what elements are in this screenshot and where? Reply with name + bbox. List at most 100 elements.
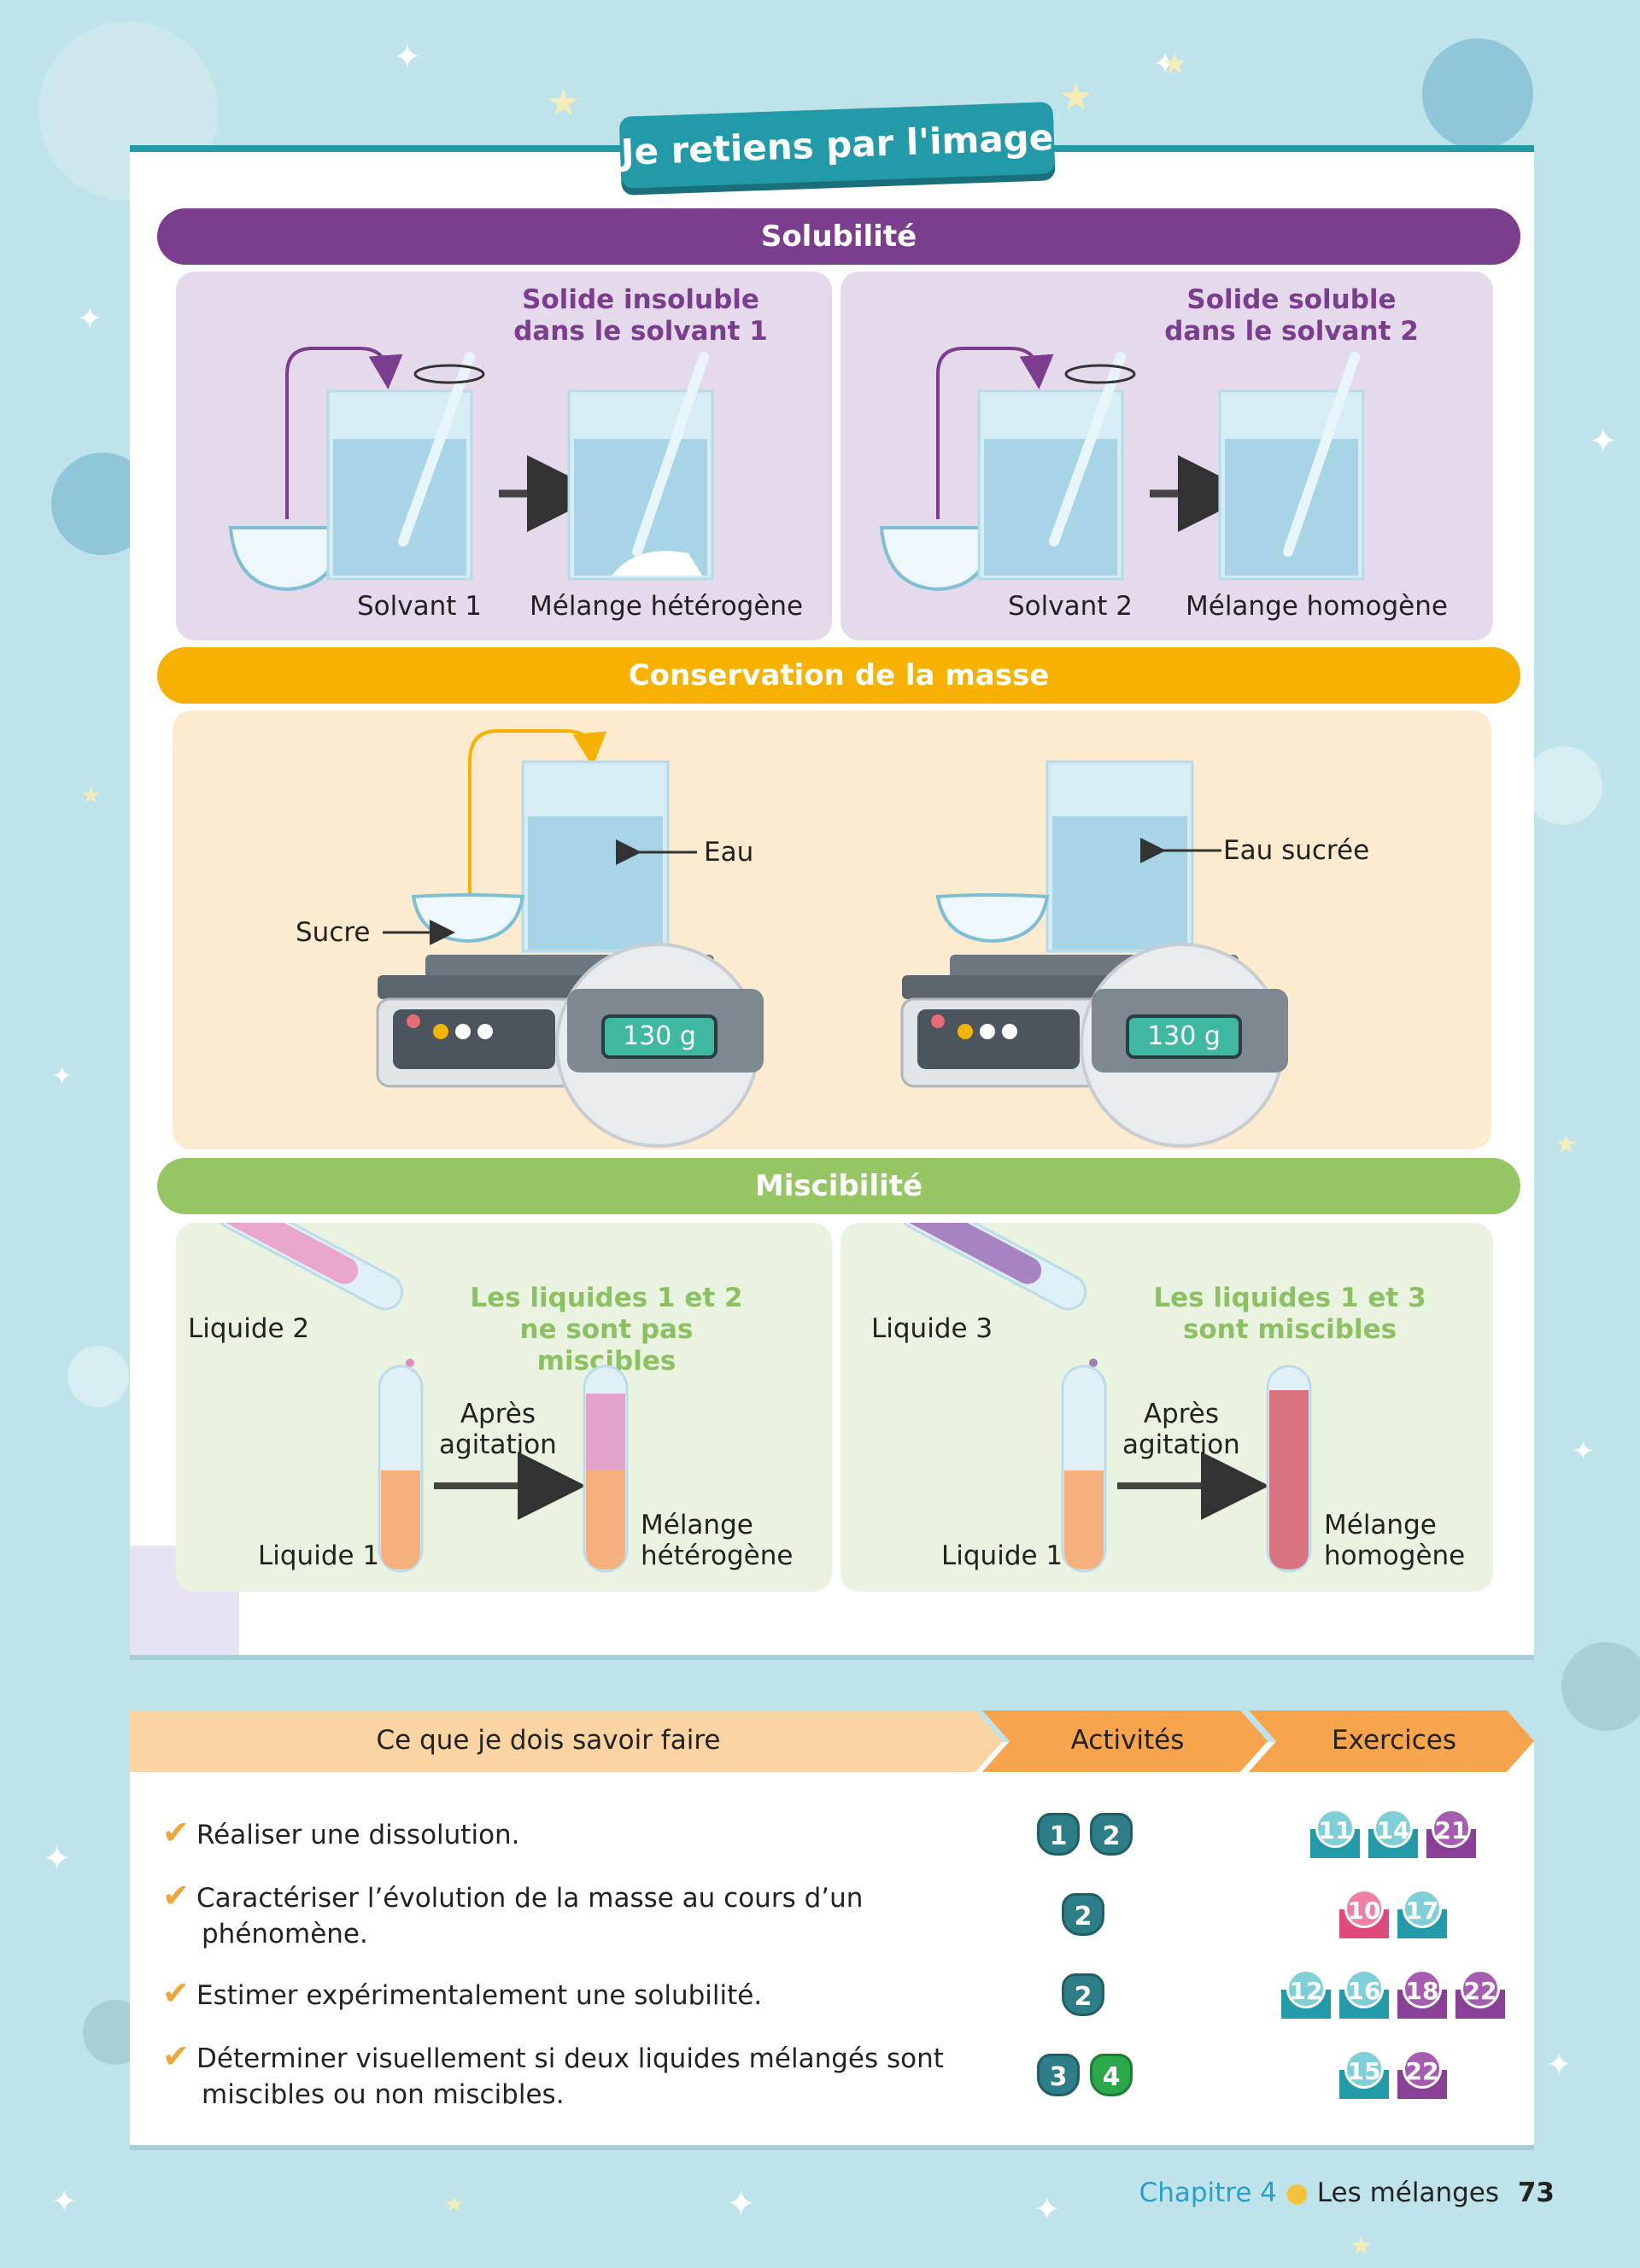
right-tubes (899, 1223, 1312, 1573)
right-setup (879, 347, 1365, 592)
skill-text: Caractériser l’évolution de la masse au … (196, 1883, 864, 1949)
svg-text:✦: ✦ (1589, 422, 1618, 461)
conservation-illustration (376, 729, 1288, 1148)
svg-text:✦: ✦ (51, 1061, 73, 1091)
svg-text:✦: ✦ (1153, 47, 1178, 81)
label-liquide-3: Liquide 3 (871, 1313, 993, 1344)
exercise-badge[interactable]: 16 (1339, 1969, 1389, 2019)
skills-card (130, 1742, 1534, 2145)
svg-text:✦: ✦ (1572, 1435, 1595, 1467)
band-solubilite: Solubilité (157, 208, 1520, 265)
svg-text:★: ★ (81, 783, 101, 809)
band-miscibilite: Miscibilité (157, 1158, 1520, 1214)
exercise-number: 14 (1374, 1809, 1413, 1848)
exercise-badge[interactable]: 22 (1397, 2049, 1447, 2099)
exercise-badge[interactable]: 14 (1368, 1809, 1418, 1858)
band-conservation-label: Conservation de la masse (628, 658, 1050, 693)
exercise-number: 11 (1315, 1809, 1355, 1848)
scale-display-right: 130 g (1126, 1014, 1242, 1059)
exercise-number: 21 (1432, 1809, 1471, 1848)
exercise-number: 22 (1403, 2049, 1442, 2089)
label-solvant-2: Solvant 2 (1008, 591, 1133, 622)
exercise-badge[interactable]: 12 (1281, 1969, 1331, 2019)
check-icon: ✔ (162, 1814, 190, 1851)
svg-text:★: ★ (1350, 2231, 1373, 2261)
exercise-number: 22 (1461, 1969, 1500, 2008)
exercise-badge[interactable]: 22 (1456, 1969, 1505, 2019)
skill-text: Estimer expérimentalement une solubilité… (196, 1980, 763, 2011)
miscibilite-illustration (215, 1223, 1312, 1573)
svg-text:✦: ✦ (43, 1839, 72, 1879)
svg-text:★: ★ (1059, 75, 1092, 119)
svg-text:★: ★ (444, 2192, 464, 2218)
check-icon: ✔ (162, 2037, 190, 2075)
solubilite-illustration (228, 347, 1365, 592)
activity-badge[interactable]: 4 (1090, 2054, 1133, 2096)
exercise-number: 17 (1403, 1889, 1442, 1928)
scale-left (376, 729, 764, 1148)
svg-text:★: ★ (1162, 47, 1187, 81)
page-title: Je retiens par l'image (620, 116, 1054, 173)
skills-header-bar (130, 1710, 1534, 1772)
exercise-number: 15 (1344, 2049, 1384, 2089)
label-solvant-1: Solvant 1 (357, 591, 482, 622)
svg-text:✦: ✦ (77, 301, 102, 336)
skill-text: Réaliser une dissolution. (196, 1820, 520, 1850)
check-icon: ✔ (162, 1974, 190, 2012)
header-skills: Ce que je dois savoir faire (376, 1725, 721, 1756)
scale-display-left: 130 g (601, 1014, 718, 1059)
svg-text:✦: ✦ (51, 2184, 77, 2219)
panel-miscibilite-right (840, 1223, 1493, 1592)
exercise-number: 10 (1344, 1889, 1384, 1928)
svg-text:★: ★ (547, 81, 580, 125)
svg-text:✦: ✦ (393, 38, 422, 77)
label-eau: Eau (704, 837, 754, 868)
exercise-badge[interactable]: 17 (1397, 1889, 1447, 1938)
skill-text: Déterminer visuellement si deux liquides… (196, 2043, 944, 2110)
header-exercises: Exercices (1331, 1725, 1457, 1756)
band-solubilite-label: Solubilité (760, 219, 917, 254)
label-melange-homogene: Mélange homogène (1186, 591, 1448, 622)
exercise-badge[interactable]: 11 (1310, 1809, 1360, 1858)
footer-page-number: 73 (1517, 2177, 1555, 2208)
exercise-number: 18 (1403, 1969, 1442, 2008)
label-eau-sucree: Eau sucrée (1223, 835, 1370, 866)
svg-text:★: ★ (1555, 1130, 1578, 1160)
exercise-badge[interactable]: 21 (1426, 1809, 1476, 1858)
left-tubes (215, 1223, 629, 1573)
svg-text:✦: ✦ (726, 2183, 756, 2224)
left-setup (228, 347, 714, 592)
activity-badge[interactable]: 1 (1037, 1813, 1080, 1856)
label-liquide-1-left: Liquide 1 (258, 1540, 380, 1571)
activity-badge[interactable]: 2 (1062, 1973, 1104, 2016)
exercise-number: 12 (1286, 1969, 1326, 2008)
label-sucre: Sucre (296, 917, 371, 948)
exercise-badge[interactable]: 18 (1397, 1969, 1447, 2019)
exercise-badge[interactable]: 15 (1339, 2049, 1389, 2099)
band-conservation: Conservation de la masse (157, 647, 1520, 704)
panel-miscibilite-left (176, 1223, 832, 1592)
activity-badge[interactable]: 3 (1037, 2054, 1080, 2096)
svg-text:✦: ✦ (1546, 2048, 1572, 2083)
activity-badge[interactable]: 2 (1090, 1813, 1133, 1856)
scale-right (900, 760, 1288, 1148)
exercise-number: 16 (1344, 1969, 1384, 2008)
header-activities: Activités (1070, 1725, 1185, 1756)
band-miscibilite-label: Miscibilité (754, 1169, 923, 1203)
page-title-tab: Je retiens par l'image (618, 102, 1056, 189)
page-footer: Chapitre 4 ● Les mélanges 73 (1139, 2177, 1555, 2208)
footer-title: Les mélanges (1316, 2177, 1499, 2208)
activity-badge[interactable]: 2 (1062, 1893, 1104, 1936)
label-liquide-1-right: Liquide 1 (941, 1540, 1063, 1571)
svg-text:✦: ✦ (1034, 2190, 1061, 2228)
footer-chapter: Chapitre 4 (1139, 2177, 1277, 2208)
exercise-badge[interactable]: 10 (1339, 1889, 1389, 1938)
